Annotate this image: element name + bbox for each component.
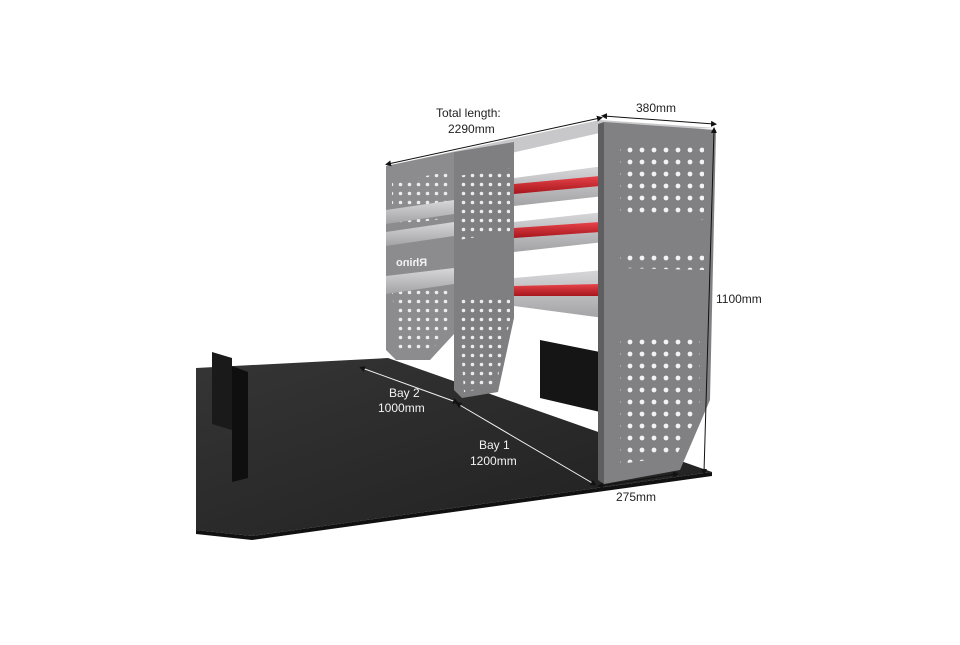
middle-divider-holes-bottom	[458, 296, 510, 392]
bay2-shelf-3	[386, 268, 454, 294]
total-length-value: 2290mm	[448, 122, 495, 136]
dim-line-bay1	[455, 402, 597, 486]
bay1-end-panel-holes-bottom	[620, 336, 700, 464]
bulkhead-left-front	[232, 366, 248, 482]
bay2-shelf-2	[386, 222, 454, 246]
total-length-label: Total length:	[436, 106, 501, 120]
red-lip-2	[514, 222, 600, 238]
bay2-name-label: Bay 2	[389, 386, 420, 400]
bulkhead-left	[212, 352, 232, 430]
dim-line-bay2	[359, 366, 459, 404]
bay1-length-label: 1200mm	[470, 454, 517, 468]
floor-mat	[196, 358, 712, 536]
dim-line-height	[701, 127, 717, 475]
bay2-shelf-1	[386, 200, 454, 224]
bay1-end-panel-edge	[598, 122, 604, 484]
height-label: 1100mm	[716, 292, 762, 306]
bay1-end-panel-holes-top	[620, 140, 704, 220]
bulkhead-right	[540, 340, 600, 412]
depth-base-label: 275mm	[616, 490, 657, 504]
dim-line-depth-top	[601, 113, 717, 127]
dim-line-depth-base	[597, 471, 679, 489]
bay2-end-panel-holes-lower	[392, 286, 448, 352]
bay2-length-label: 1000mm	[378, 401, 425, 415]
middle-divider-holes-top	[458, 168, 510, 240]
red-lip-1	[514, 176, 600, 194]
depth-top-label: 380mm	[636, 101, 677, 115]
dim-line-total-length	[385, 115, 603, 167]
red-lip-3	[514, 284, 600, 296]
rhino-logo: Rhino	[396, 257, 428, 269]
bay1-name-label: Bay 1	[479, 438, 510, 452]
bay1-end-panel-holes-mid	[620, 250, 704, 270]
